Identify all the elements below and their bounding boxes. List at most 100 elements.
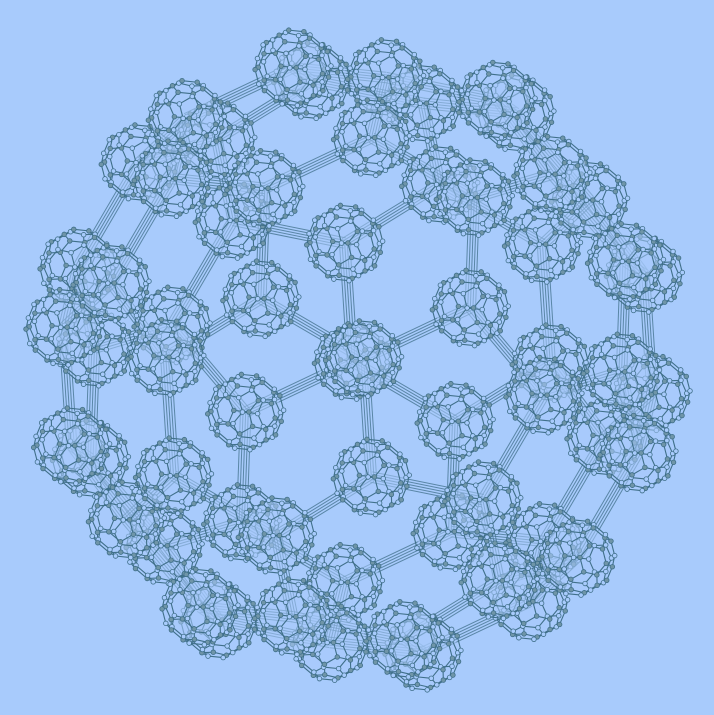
cluster-atom [449,637,455,643]
cluster-atom [112,373,118,379]
cluster-atom [440,416,446,423]
cluster-atom [505,529,511,535]
cluster-atom [577,239,584,246]
cluster-atom [55,246,61,253]
cluster-atom [546,506,553,512]
cluster-atom [260,397,266,403]
cluster-atom [456,555,463,561]
cluster-atom [222,549,228,555]
cluster-atom [352,543,359,549]
cluster-atom [593,408,600,414]
cluster-atom [234,482,241,488]
cluster-atom [423,431,429,437]
cluster-atom [139,316,146,322]
cluster-atom [148,554,155,560]
cluster-atom [323,110,329,117]
cluster-atom [347,208,353,214]
cluster-atom [334,69,341,75]
cluster-atom [355,612,362,618]
cluster-atom [96,383,102,389]
cluster-atom [61,231,67,238]
cluster-atom [195,313,201,320]
cluster-atom [185,292,192,299]
cluster-atom [547,626,553,633]
cluster-atom [422,537,429,543]
cluster-atom [195,526,202,533]
cluster-atom [428,155,435,162]
cluster-atom [560,348,566,354]
cluster-atom [678,377,684,383]
cluster-atom [45,258,52,264]
cluster-atom [207,320,213,326]
cluster-atom [572,428,579,434]
cluster-atom [679,269,686,276]
cluster-atom [315,375,321,381]
cluster-atom [338,83,345,90]
cluster-atom [325,269,331,276]
cluster-atom [226,438,232,445]
cluster-atom [510,628,516,634]
cluster-atom [358,210,364,217]
cluster-atom [423,149,429,155]
cluster-atom [432,390,438,397]
cluster-atom [440,677,447,683]
cluster-atom [568,450,574,456]
cluster-atom [514,250,520,256]
cluster-atom [250,245,257,251]
cluster-atom [534,524,540,530]
cluster-atom [622,206,628,213]
cluster-atom [106,137,112,143]
cluster-atom [523,271,529,277]
cluster-atom [143,554,150,561]
cluster-atom [528,550,534,556]
cluster-atom [133,312,140,319]
cluster-atom [598,198,605,205]
cluster-atom [234,383,241,389]
cluster-atom [430,540,437,547]
cluster-atom [472,446,479,452]
cluster-atom [645,309,652,315]
cluster-atom [98,359,105,366]
cluster-atom [62,275,69,282]
cluster-atom [201,230,207,236]
cluster-atom [324,252,330,258]
cluster-atom [426,68,432,74]
cluster-atom [113,447,119,453]
cluster-atom [316,675,323,682]
cluster-atom [411,190,417,196]
cluster-atom [54,236,61,242]
cluster-atom [120,333,127,339]
cluster-atom [198,328,205,334]
cluster-atom [591,470,597,476]
cluster-atom [329,105,335,112]
cluster-atom [304,242,310,248]
cluster-atom [63,368,69,374]
cluster-atom [125,329,132,335]
cluster-atom [410,530,416,537]
cluster-atom [231,124,238,131]
cluster-atom [533,127,539,134]
cluster-atom [678,367,684,373]
cluster-atom [228,555,234,562]
cluster-atom [217,229,224,235]
cluster-atom [75,375,81,381]
cluster-atom [272,423,278,429]
cluster-atom [63,262,69,269]
cluster-atom [541,87,548,93]
cluster-atom [552,590,559,596]
cluster-atom [116,433,122,439]
cluster-atom [569,247,575,253]
cluster-atom [213,403,219,409]
cluster-atom [418,434,424,441]
cluster-atom [504,232,510,238]
cluster-atom [123,171,130,177]
cluster-atom [536,241,542,248]
cluster-atom [120,322,126,328]
cluster-atom [250,600,256,607]
cluster-atom [465,407,471,413]
cluster-atom [100,150,107,156]
cluster-atom [321,661,328,668]
cluster-atom [344,579,351,585]
cluster-atom [422,412,429,418]
cluster-atom [333,618,339,624]
